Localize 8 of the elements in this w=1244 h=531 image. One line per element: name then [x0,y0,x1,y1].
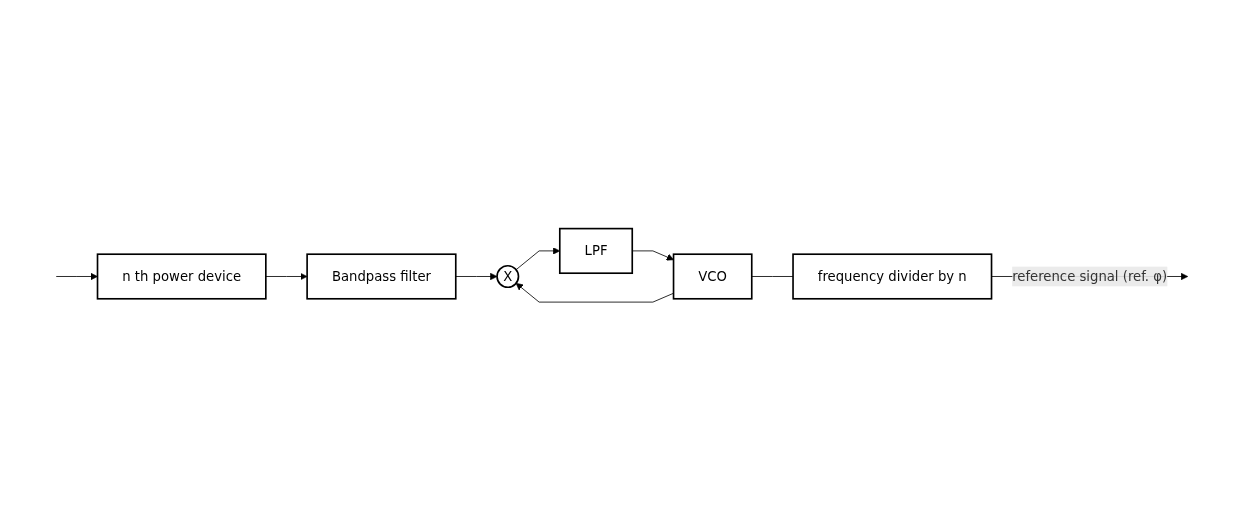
edge-label: reference signal (ref. φ) [1012,268,1168,285]
node-box: LPF [558,227,634,275]
connector [751,276,794,278]
node-box: VCO [672,253,753,300]
node-box: n th power device [96,253,267,300]
node-box: Bandpass filter [306,253,457,300]
node-box: frequency divider by n [792,253,993,300]
node-circle: X [496,265,520,289]
